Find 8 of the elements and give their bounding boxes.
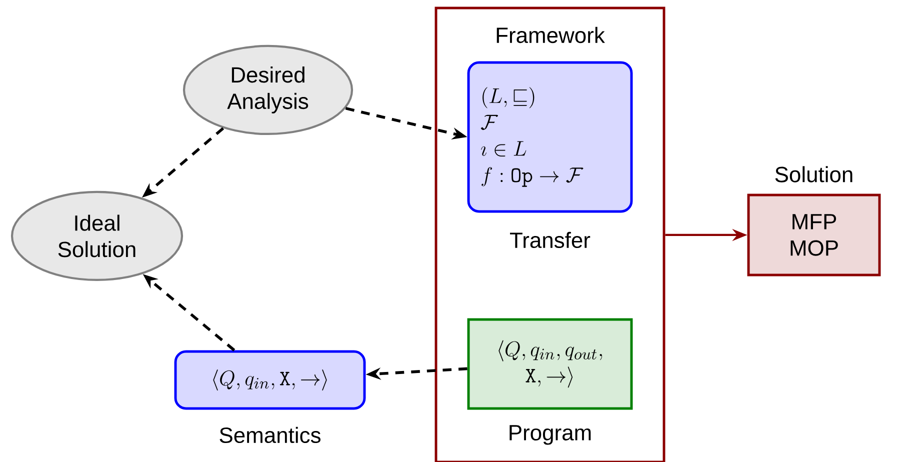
- node-label: Solution: [775, 166, 852, 182]
- node-label: Program: [510, 425, 591, 445]
- solution-box: Solution MFP MOP: [747, 166, 881, 276]
- formula-box: $(L, \sqsubseteq)$ $\mathcal{F}$ $\imath \in L$ $f : \mathtt{Op} \rightarrow \mathcal{F}$: [467, 61, 633, 213]
- formula-box: $\langle Q, q_{in}, \mathtt{X}, \rightarrow \rangle$: [174, 350, 366, 410]
- node-label: Semantics: [220, 426, 320, 444]
- node-label: Transfer: [510, 232, 590, 248]
- program-box: $\langle Q, q_{in}, q_{out},$ $\mathtt{X}, \rightarrow \rangle$: [467, 318, 633, 410]
